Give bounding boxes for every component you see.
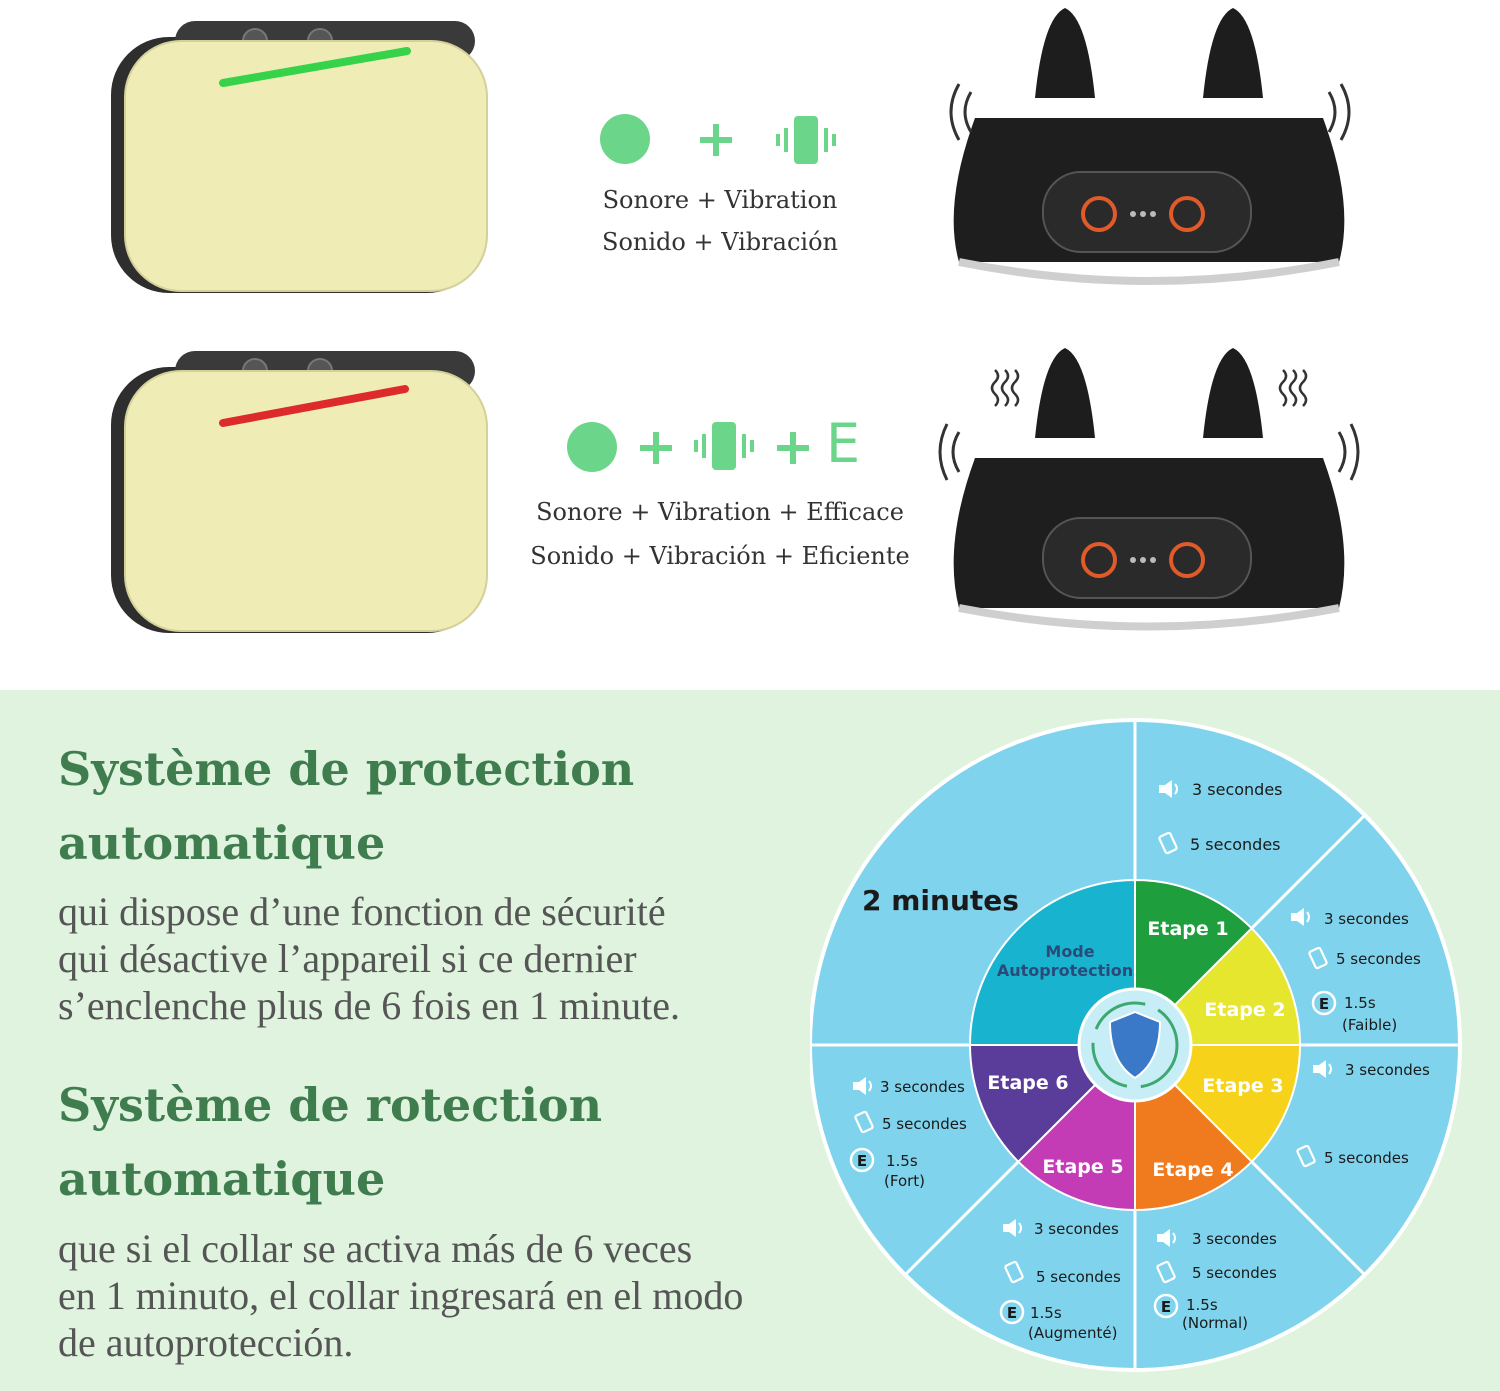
collar-receiver-1: [949, 8, 1351, 285]
remote-transmitter-red: [111, 351, 488, 633]
stage2-vib: 5 secondes: [1336, 950, 1421, 968]
stage3-vib: 5 secondes: [1324, 1149, 1409, 1167]
mode-label-line2: Autoprotection: [997, 961, 1133, 980]
stage2-e-time: 1.5s: [1344, 994, 1376, 1012]
dot-icon: [567, 422, 617, 472]
led-bar-red: [219, 385, 409, 427]
e-badge-icon: [1153, 1293, 1179, 1319]
para-fr-line2: qui désactive l’appareil si ce dernier: [58, 936, 637, 981]
stage4-vib: 5 secondes: [1192, 1264, 1277, 1282]
shield-icon: [1108, 1010, 1162, 1080]
para-es-line2: en 1 minuto, el collar ingresará en el m…: [58, 1273, 744, 1318]
stage3-label: Etape 3: [1202, 1075, 1283, 1097]
e-badge-letter: E: [1319, 995, 1329, 1013]
e-badge-letter: E: [857, 1152, 867, 1170]
caption-fr-2: Sonore + Vibration + Efficace: [536, 498, 904, 526]
stage6-e-time: 1.5s: [886, 1152, 918, 1170]
e-badge-letter: E: [1161, 1298, 1171, 1316]
led-bar-green: [219, 47, 411, 87]
para-es-line3: de autoprotección.: [58, 1320, 354, 1365]
plus-icon: [777, 432, 809, 464]
stage4-label: Etape 4: [1152, 1159, 1233, 1181]
stage4-e-time: 1.5s: [1186, 1296, 1218, 1314]
stage6-e-level: (Fort): [884, 1172, 925, 1190]
caption-es-1: Sonido + Vibración: [602, 228, 838, 256]
stage1-vib: 5 secondes: [1190, 835, 1281, 854]
e-badge-icon: [1311, 990, 1337, 1016]
plus-icon: [700, 124, 732, 156]
stage3-sound: 3 secondes: [1345, 1061, 1430, 1079]
timer-label: 2 minutes: [862, 884, 1019, 917]
auto-protection-diagram: 2 minutes Mode Autoprotection Etape 1 Et…: [810, 718, 1462, 1372]
heading-es-line1: Système de rotection: [58, 1078, 603, 1132]
sector-mode: [968, 878, 1136, 1046]
collar-receiver-2: [938, 348, 1360, 631]
para-fr-line1: qui dispose d’une fonction de sécurité: [58, 889, 666, 934]
vibration-icon: [694, 422, 754, 470]
e-badge-icon: [999, 1299, 1025, 1325]
stage2-sound: 3 secondes: [1324, 910, 1409, 928]
caption-fr-1: Sonore + Vibration: [602, 186, 838, 214]
stage5-e-level: (Augmenté): [1028, 1324, 1117, 1342]
dot-icon: [600, 114, 650, 164]
stage5-label: Etape 5: [1042, 1156, 1123, 1178]
stage5-e-time: 1.5s: [1030, 1304, 1062, 1322]
heading-fr-line2: automatique: [58, 816, 386, 870]
stage4-e-level: (Normal): [1182, 1314, 1248, 1332]
stage6-label: Etape 6: [987, 1072, 1068, 1094]
stage4-sound: 3 secondes: [1192, 1230, 1277, 1248]
cycle-arrows-icon: [1091, 1001, 1179, 1089]
stage2-label: Etape 2: [1204, 999, 1285, 1021]
stage5-sound: 3 secondes: [1034, 1220, 1119, 1238]
e-badge-icon: [849, 1147, 875, 1173]
caption-es-2: Sonido + Vibración + Eficiente: [530, 542, 910, 570]
vibration-icon: [776, 116, 836, 164]
remote-transmitter-green: [111, 21, 488, 293]
e-badge-letter: E: [1007, 1304, 1017, 1322]
stage2-e-level: (Faible): [1342, 1016, 1397, 1034]
stage1-sound: 3 secondes: [1192, 780, 1283, 799]
plus-icon: [640, 432, 672, 464]
heading-es-line2: automatique: [58, 1152, 386, 1206]
e-icon: E: [826, 412, 861, 475]
heading-fr-line1: Système de protection: [58, 742, 635, 796]
stage6-sound: 3 secondes: [880, 1078, 965, 1096]
para-fr-line3: s’enclenche plus de 6 fois en 1 minute.: [58, 983, 681, 1028]
stage6-vib: 5 secondes: [882, 1115, 967, 1133]
para-es-line1: que si el collar se activa más de 6 vece…: [58, 1226, 693, 1271]
stage5-vib: 5 secondes: [1036, 1268, 1121, 1286]
stage1-label: Etape 1: [1147, 918, 1228, 940]
mode-label-line1: Mode: [1045, 942, 1094, 961]
